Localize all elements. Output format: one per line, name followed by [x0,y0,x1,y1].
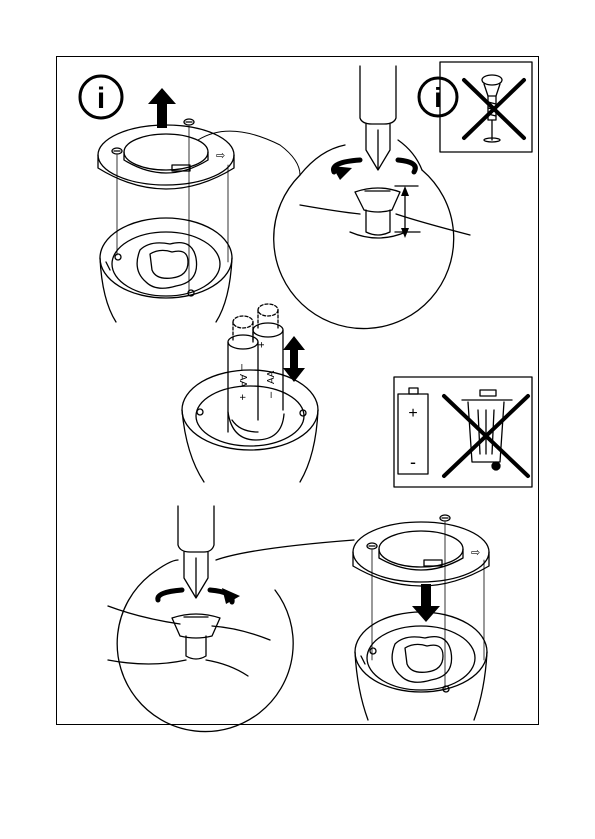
battery-right-label: AA [266,370,277,384]
battery-right-minus: – [265,391,277,398]
cover-screw-right [184,119,194,293]
battery-plus-sign: + [408,405,417,422]
svg-text:⇨: ⇨ [216,150,225,162]
svg-text:⇨: ⇨ [471,547,480,559]
battery-disposal-box: + - [394,377,532,487]
battery-minus-sign: - [410,452,416,472]
info-icon-letter-right: i [434,82,442,113]
insert-remove-arrow [283,336,305,382]
lamp-body-bottom [355,612,487,720]
lamp-body-top [100,218,232,322]
lamp-body-batteries [182,370,318,482]
battery-right-plus: + [256,342,268,348]
info-icon-top-left: i [80,76,122,118]
reassembly-screw-left [367,543,377,660]
cover-ring: ⇨ [98,125,234,189]
zoom-screw-tighten [108,506,354,732]
lift-up-arrow [148,88,176,128]
battery-left-minus: – [236,364,248,371]
push-down-arrow [412,584,440,622]
cover-ring-reassembly: ⇨ [353,522,489,586]
info-icon-letter: i [97,82,105,115]
battery-left-label: AA [237,374,248,388]
cover-screw-left [112,148,122,255]
info-icon-top-right: i [419,78,457,116]
battery-left-plus: + [236,394,248,400]
